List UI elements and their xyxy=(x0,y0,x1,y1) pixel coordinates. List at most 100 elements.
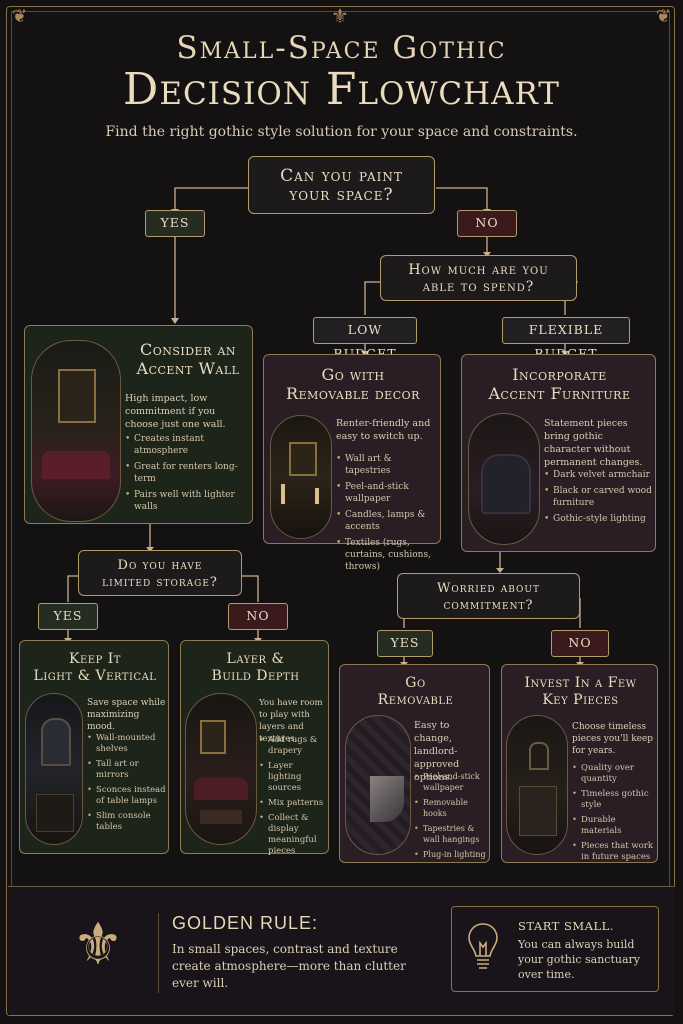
list-item: Quality over quantity xyxy=(572,763,656,785)
card-title-line: Incorporate xyxy=(512,365,607,384)
card-light-vertical-title: Keep It Light & Vertical xyxy=(20,651,170,685)
card-title-line: Accent Wall xyxy=(136,359,240,378)
question-spend: How much are you able to spend? xyxy=(380,255,577,301)
start-small-box: START SMALL. You can always build your g… xyxy=(451,906,659,992)
card-accent-wall: Consider an Accent Wall High impact, low… xyxy=(24,325,253,524)
card-title-line: Layer & xyxy=(226,651,285,667)
card-light-vertical-desc: Save space while maximizing mood. xyxy=(87,698,166,732)
sofa-icon xyxy=(42,451,110,479)
lightbulb-icon xyxy=(468,923,498,969)
card-accent-wall-desc: High impact, low commitment if you choos… xyxy=(125,393,226,430)
card-light-vertical-list: Wall-mounted shelves Tall art or mirrors… xyxy=(87,733,167,837)
tag-no: NO xyxy=(228,603,288,630)
list-item: Wall-mounted shelves xyxy=(87,733,167,755)
title-line-2: Decision Flowchart xyxy=(123,64,560,115)
footer-divider xyxy=(158,913,159,993)
card-layer-depth: Layer & Build Depth You have room to pla… xyxy=(180,640,330,856)
card-title-line: Go xyxy=(405,675,426,691)
card-key-pieces-list: Quality over quantity Timeless gothic st… xyxy=(572,763,656,867)
rug-icon xyxy=(200,810,242,824)
list-item: Pieces that work in future spaces xyxy=(572,841,656,863)
card-title-line: Key Pieces xyxy=(542,692,619,708)
start-small-title: START SMALL. xyxy=(518,919,614,933)
tag-no: NO xyxy=(551,630,609,657)
light-vertical-image xyxy=(25,693,83,845)
tag-yes: YES xyxy=(377,630,433,657)
corner-ornament-icon: ❦ xyxy=(12,6,28,27)
cabinet-icon xyxy=(519,786,557,836)
card-accent-wall-title: Consider an Accent Wall xyxy=(123,340,253,378)
card-title-line: Light & Vertical xyxy=(33,668,157,684)
card-title-line: Keep It xyxy=(69,651,121,667)
footer: ⚜ GOLDEN RULE: In small spaces, contrast… xyxy=(8,886,675,1015)
card-removable-decor-list: Wall art & tapestries Peel-and-stick wal… xyxy=(336,453,438,577)
armchair-icon xyxy=(481,454,531,514)
card-accent-furniture-title: Incorporate Accent Furniture xyxy=(462,365,657,403)
title-line-1: Small-Space Gothic xyxy=(176,30,507,66)
list-item: Layer lighting sources xyxy=(259,761,327,794)
card-layer-depth-title: Layer & Build Depth xyxy=(181,651,330,685)
question-commitment-line2: commitment? xyxy=(443,598,534,613)
card-title-line: Build Depth xyxy=(211,668,300,684)
golden-rule-text: In small spaces, contrast and texture cr… xyxy=(172,942,406,990)
list-item: Add rugs & drapery xyxy=(259,735,327,757)
list-item: Slim console tables xyxy=(87,811,167,833)
question-commitment: Worried about commitment? xyxy=(397,573,580,619)
card-light-vertical: Keep It Light & Vertical Save space whil… xyxy=(19,640,169,854)
list-item: Timeless gothic style xyxy=(572,789,656,811)
outer-frame xyxy=(6,6,675,1016)
frame-icon xyxy=(200,720,226,754)
list-item: Wall art & tapestries xyxy=(336,453,438,477)
card-key-pieces: Invest In a Few Key Pieces Choose timele… xyxy=(501,664,658,863)
frame-icon xyxy=(289,442,317,476)
corner-ornament-icon: ❦ xyxy=(655,6,671,27)
card-title-line: Accent Furniture xyxy=(488,384,631,403)
list-item: Pairs well with lighter walls xyxy=(125,489,251,513)
list-item: Tapestries & wall hangings xyxy=(414,823,490,845)
list-item: Gothic-style lighting xyxy=(544,513,652,525)
tag-low-budget: LOW BUDGET xyxy=(313,317,417,361)
card-key-pieces-desc: Choose timeless pieces you'll keep for y… xyxy=(572,722,654,756)
list-item: Candles, lamps & accents xyxy=(336,509,438,533)
question-paint-line2: your space? xyxy=(289,185,394,205)
list-item: Durable materials xyxy=(572,815,656,837)
subtitle: Find the right gothic style solution for… xyxy=(105,124,578,140)
card-accent-furniture-desc: Statement pieces bring gothic character … xyxy=(544,418,643,468)
question-storage: Do you have limited storage? xyxy=(78,550,242,596)
question-spend-line1: How much are you xyxy=(408,262,549,278)
go-removable-image xyxy=(345,715,411,855)
card-removable-decor: Go with Removable decor Renter-friendly … xyxy=(263,354,441,572)
key-pieces-image xyxy=(506,715,568,855)
accent-furniture-image xyxy=(468,413,540,545)
list-item: Peel-and-stick wallpaper xyxy=(414,771,490,793)
portrait-frame-icon xyxy=(58,369,96,423)
accent-wall-image xyxy=(31,340,121,522)
fleur-de-lis-icon: ⚜ xyxy=(72,910,124,978)
question-paint: Can you paint your space? xyxy=(248,156,435,214)
tag-yes: YES xyxy=(38,603,98,630)
list-item: Tall art or mirrors xyxy=(87,759,167,781)
card-title-line: Removable xyxy=(377,692,454,708)
list-item: Peel-and-stick wallpaper xyxy=(336,481,438,505)
card-go-removable-title: Go Removable xyxy=(340,675,491,709)
list-item: Great for renters long-term xyxy=(125,461,251,485)
tag-flexible-budget: FLEXIBLE BUDGET xyxy=(502,317,630,361)
question-commitment-line1: Worried about xyxy=(436,581,540,596)
card-go-removable-list: Peel-and-stick wallpaper Removable hooks… xyxy=(414,771,490,864)
question-paint-line1: Can you paint xyxy=(280,166,403,186)
removable-decor-image xyxy=(270,415,332,539)
list-item: Creates instant atmosphere xyxy=(125,433,251,457)
card-title-line: Invest In a Few xyxy=(524,675,637,691)
tag-no: NO xyxy=(457,210,517,237)
list-item: Mix patterns xyxy=(259,798,327,809)
card-accent-furniture-list: Dark velvet armchair Black or carved woo… xyxy=(544,469,652,529)
list-item: Sconces instead of table lamps xyxy=(87,785,167,807)
start-small-text: You can always build your gothic sanctua… xyxy=(518,938,641,981)
card-title-line: Go with xyxy=(321,365,385,384)
question-storage-line2: limited storage? xyxy=(102,575,218,590)
candle-icon xyxy=(281,484,285,504)
card-accent-furniture: Incorporate Accent Furniture Statement p… xyxy=(461,354,656,552)
console-table-icon xyxy=(36,794,74,832)
card-removable-decor-desc: Renter-friendly and easy to switch up. xyxy=(336,418,431,442)
